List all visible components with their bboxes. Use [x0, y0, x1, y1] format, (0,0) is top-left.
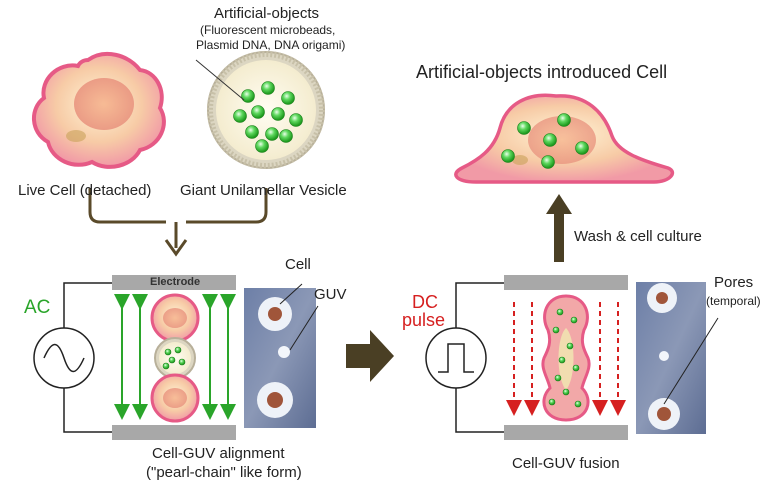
bead-icon — [289, 113, 303, 127]
fused-cell — [541, 294, 591, 422]
guv-pointer — [289, 305, 319, 351]
bead-icon — [168, 356, 176, 364]
artificial-objects-list-line1: (Fluorescent microbeads, — [200, 23, 336, 37]
bead-icon — [566, 342, 574, 350]
bead-icon — [572, 364, 580, 372]
bead-icon — [265, 127, 279, 141]
ac-circuit — [33, 282, 112, 433]
bead-icon — [575, 141, 589, 155]
process-arrow — [346, 330, 394, 382]
artificial-objects-pointer — [195, 59, 245, 101]
pores-pointer — [663, 317, 719, 405]
guv-label: Giant Unilamellar Vesicle — [180, 182, 347, 199]
bead-icon — [271, 107, 285, 121]
bottom-electrode-right — [504, 425, 628, 440]
ac-label: AC — [24, 297, 51, 318]
bead-icon — [279, 129, 293, 143]
bead-icon — [554, 374, 562, 382]
cell-label: Cell — [285, 256, 311, 273]
bead-icon — [178, 358, 186, 366]
alignment-caption-line1: Cell-GUV alignment — [152, 445, 285, 462]
dc-label-line2: pulse — [402, 310, 446, 330]
bead-icon — [570, 316, 578, 324]
fusion-caption: Cell-GUV fusion — [512, 455, 620, 472]
ac-field-arrows — [114, 294, 236, 420]
result-cell — [454, 93, 675, 184]
electrode-label: Electrode — [150, 276, 201, 288]
artificial-objects-list-line2: Plasmid DNA, DNA origami) — [196, 38, 346, 52]
pearl-chain — [150, 293, 200, 423]
fusion-micrograph — [636, 282, 706, 434]
sine-wave-icon — [43, 343, 85, 373]
bead-icon — [233, 109, 247, 123]
dc-label-line1: DC — [412, 292, 438, 312]
bead-icon — [548, 398, 556, 406]
bead-icon — [541, 155, 555, 169]
artificial-objects-title: Artificial-objects — [214, 5, 320, 22]
live-cell-illustration — [32, 51, 166, 169]
bead-icon — [245, 125, 259, 139]
bead-icon — [517, 121, 531, 135]
bead-icon — [574, 400, 582, 408]
merge-arrow — [88, 188, 268, 257]
bead-icon — [174, 346, 182, 354]
alignment-caption-line2: ("pearl-chain" like form) — [146, 464, 302, 481]
bead-icon — [558, 356, 566, 364]
bead-icon — [556, 308, 564, 316]
pores-sub-label: (temporal) — [706, 294, 761, 308]
bead-icon — [241, 89, 255, 103]
bead-icon — [251, 105, 265, 119]
bead-icon — [261, 81, 275, 95]
dc-source-icon — [425, 327, 487, 389]
guv-illustration — [207, 51, 325, 169]
bead-icon — [543, 133, 557, 147]
bead-icon — [552, 326, 560, 334]
pulse-icon — [438, 343, 474, 373]
bead-icon — [562, 388, 570, 396]
wash-label: Wash & cell culture — [574, 228, 702, 245]
live-cell-label: Live Cell (detached) — [18, 182, 152, 199]
pores-label: Pores — [714, 274, 754, 291]
guv-pointer-label: GUV — [314, 286, 347, 303]
bottom-electrode-left — [112, 425, 236, 440]
bead-icon — [281, 91, 295, 105]
bead-icon — [255, 139, 269, 153]
bead-icon — [162, 362, 170, 370]
top-electrode-left — [112, 275, 236, 290]
bead-icon — [557, 113, 571, 127]
dc-circuit — [425, 282, 504, 433]
wash-arrow — [546, 194, 572, 262]
cell-pointer — [279, 283, 303, 305]
result-title: Artificial-objects introduced Cell — [416, 62, 668, 82]
top-electrode-right — [504, 275, 628, 290]
bead-icon — [164, 348, 172, 356]
alignment-micrograph — [244, 288, 316, 428]
bead-icon — [501, 149, 515, 163]
